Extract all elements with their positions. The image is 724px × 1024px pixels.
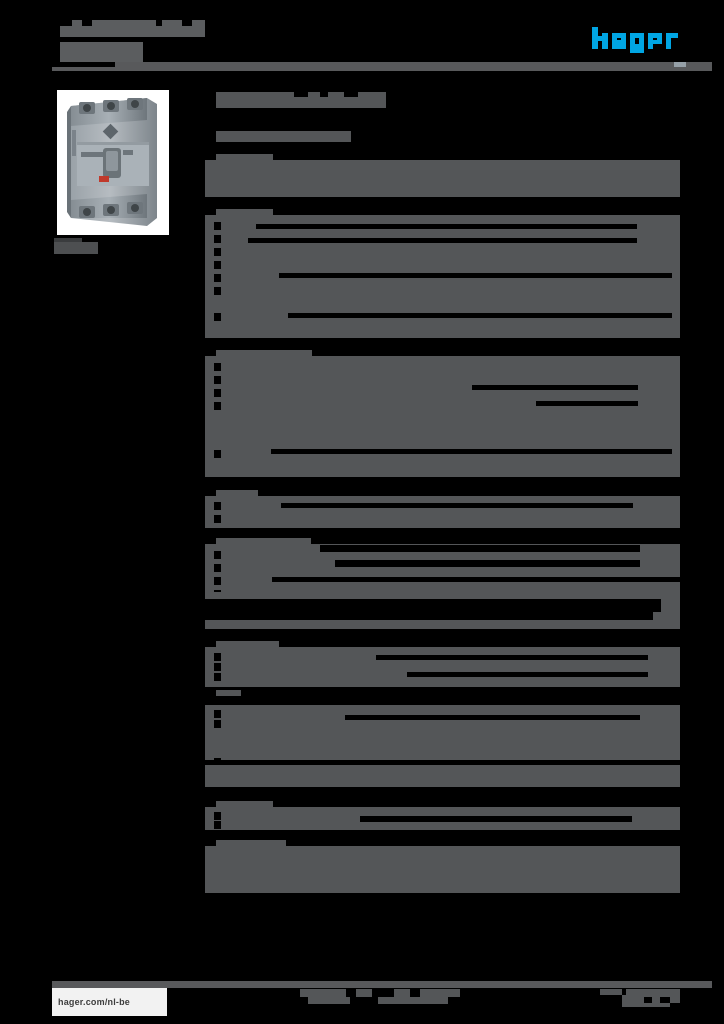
section-4-block (205, 496, 680, 528)
section-1-block (205, 160, 680, 197)
footer-divider (52, 981, 712, 988)
header-divider (52, 62, 712, 71)
section-5-row-gap-1 (214, 551, 221, 559)
footer-note-gap-2 (372, 989, 394, 997)
section-3-leader-3 (271, 449, 672, 454)
content-subheading-redacted (216, 131, 351, 142)
product-caption-top-redacted (54, 238, 82, 242)
section-2-leader-4 (288, 313, 672, 318)
section-9-row-gap-2 (214, 821, 221, 829)
footer-note-gap-3 (410, 989, 420, 997)
footer-page-number-redacted (600, 989, 680, 1007)
section-8-block-2 (205, 765, 680, 787)
section-5-row-gap-3 (214, 577, 221, 585)
section-7-leader-2 (407, 672, 648, 677)
title-gap-2 (82, 20, 92, 26)
footer-page-gap-1 (622, 989, 626, 995)
title-gap-3 (156, 20, 162, 26)
section-8-title-redacted (216, 690, 241, 696)
section-8-row-gap-3 (214, 758, 221, 766)
section-8-row-gap-1 (214, 710, 221, 718)
section-7-title-redacted (216, 641, 279, 647)
footer-note-gap-4 (350, 997, 378, 1004)
section-7-row-gap-1 (214, 653, 221, 661)
section-3-leader-1 (472, 385, 638, 390)
section-8-row-gap-2 (214, 720, 221, 728)
footer-page-gap-4 (670, 1003, 680, 1007)
section-10-block (205, 846, 680, 893)
section-2-row-gap-4 (214, 261, 221, 269)
section-4-row-gap-1 (214, 502, 221, 510)
title-gap-4 (182, 20, 192, 26)
section-2-row-gap-2 (214, 235, 221, 243)
title-gap-1 (60, 20, 72, 26)
product-caption-redacted (54, 242, 98, 254)
section-2-leader-3 (279, 273, 672, 278)
section-3-row-gap-5 (214, 450, 221, 458)
section-3-row-gap-3 (214, 389, 221, 397)
section-5-leader-2 (335, 560, 640, 567)
section-5-row-gap-2 (214, 564, 221, 572)
section-4-title-redacted (216, 490, 258, 496)
header-divider-gap (52, 62, 115, 67)
hager-logo (592, 27, 678, 53)
footer-url[interactable]: hager.com/nl-be (52, 988, 167, 1016)
page-title-line-1-redacted (60, 20, 205, 37)
section-2-row-gap-7 (214, 313, 221, 321)
section-2-row-gap-3 (214, 248, 221, 256)
section-4-row-gap-2 (214, 515, 221, 523)
footer-center-note-redacted (300, 989, 460, 1007)
section-3-block (205, 356, 680, 477)
section-5-leader-1 (320, 545, 640, 552)
section-3-title-redacted (216, 350, 312, 356)
section-5-title-redacted (216, 538, 311, 544)
footer-note-line-2 (308, 997, 448, 1004)
section-5-leader-3 (272, 577, 680, 582)
section-7-row-gap-3 (214, 673, 221, 681)
footer-page-gap-3 (660, 997, 670, 1003)
section-7-row-gap-2 (214, 663, 221, 671)
content-heading-gap-3 (344, 92, 358, 97)
footer-page-line-1 (600, 989, 680, 995)
footer-page-gap-2 (644, 997, 652, 1003)
section-3-leader-2 (536, 401, 638, 406)
section-6-leader-2 (205, 599, 661, 612)
section-3-row-gap-1 (214, 363, 221, 371)
section-8-leader-2 (264, 760, 680, 765)
section-2-row-gap-1 (214, 222, 221, 230)
section-2-leader-1 (256, 224, 637, 229)
section-2-row-gap-6 (214, 287, 221, 295)
footer-note-gap-1 (346, 989, 356, 997)
section-3-row-gap-2 (214, 376, 221, 384)
section-8-leader-1 (345, 715, 640, 720)
section-7-leader-1 (376, 655, 648, 660)
section-2-leader-2 (248, 238, 637, 243)
section-7-block (205, 647, 680, 687)
page-title-line-2-redacted (60, 42, 143, 65)
section-2-title-redacted (216, 209, 273, 215)
section-8-block (205, 705, 680, 760)
content-heading-gap-1 (294, 92, 308, 97)
header-divider-marker (674, 62, 686, 67)
product-image (57, 90, 169, 235)
section-2-row-gap-5 (214, 274, 221, 282)
section-10-title-redacted (216, 840, 286, 846)
section-9-row-gap-1 (214, 812, 221, 820)
content-heading-gap-2 (320, 92, 328, 97)
section-4-leader-1 (281, 503, 633, 508)
section-3-row-gap-4 (214, 402, 221, 410)
section-9-leader-1 (360, 816, 632, 822)
section-1-title-redacted (216, 154, 273, 160)
content-heading-redacted (216, 92, 386, 108)
section-9-title-redacted (216, 801, 273, 807)
